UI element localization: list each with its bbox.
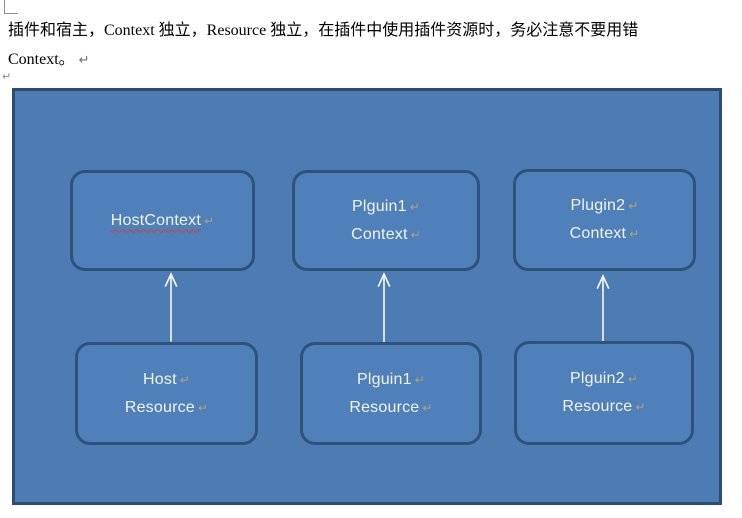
paragraph-mark-icon: ↵ — [78, 53, 90, 68]
node-plugin1-resource[interactable]: Plguin1↵ Resource↵ — [300, 342, 482, 445]
node-plugin1-context[interactable]: Plguin1↵ Context↵ — [292, 170, 480, 271]
node-host-context[interactable]: HostContext↵ — [70, 170, 255, 271]
canvas-line-paragraph-mark-icon: ↵ — [2, 70, 12, 83]
paragraph-mark-icon: ↵ — [629, 227, 640, 241]
node-label: HostContext↵ — [110, 211, 215, 229]
node-label: Resource↵ — [124, 398, 209, 416]
paragraph-mark-icon: ↵ — [203, 213, 215, 228]
arrow-host-resource-to-host-context — [164, 272, 178, 342]
node-label: Plugin2↵ — [570, 197, 639, 214]
node-label: Host↵ — [143, 370, 190, 388]
paragraph-mark-icon: ↵ — [414, 372, 426, 387]
node-label: Plguin1↵ — [356, 370, 426, 388]
node-host-resource[interactable]: Host↵ Resource↵ — [75, 342, 258, 445]
page-corner-mark — [4, 0, 5, 14]
arrow-plugin2-resource-to-plugin2-context — [596, 274, 610, 342]
paragraph-mark-icon: ↵ — [635, 400, 646, 414]
paragraph-mark-icon: ↵ — [628, 199, 639, 213]
node-label: Resource↵ — [562, 398, 646, 415]
paragraph-mark-icon: ↵ — [197, 400, 209, 415]
paragraph-line-1: 插件和宿主，Context 独立，Resource 独立，在插件中使用插件资源时… — [8, 22, 639, 39]
paragraph-mark-icon: ↵ — [627, 372, 639, 386]
node-label: Context↵ — [351, 225, 421, 243]
paragraph-line-2: Context。↵ — [8, 51, 90, 68]
node-plugin2-context[interactable]: Plugin2↵ Context↵ — [513, 169, 696, 271]
paragraph-mark-icon: ↵ — [422, 400, 433, 415]
drawing-canvas[interactable]: HostContext↵ Plguin1↵ Context↵ Plugin2↵ … — [12, 88, 722, 505]
page-corner-mark — [4, 13, 18, 14]
paragraph-mark-icon: ↵ — [409, 199, 421, 214]
paragraph-mark-icon: ↵ — [179, 372, 190, 387]
node-label: Plguin1↵ — [351, 197, 421, 215]
node-plugin2-resource[interactable]: Plguin2↵ Resource↵ — [514, 341, 694, 445]
node-label: Plguin2↵ — [569, 370, 639, 387]
paragraph-mark-icon: ↵ — [410, 227, 421, 242]
node-label: Resource↵ — [349, 398, 433, 416]
arrow-plugin1-resource-to-plugin1-context — [377, 272, 391, 345]
document-paragraph: 插件和宿主，Context 独立，Resource 独立，在插件中使用插件资源时… — [8, 16, 738, 75]
node-label: Context↵ — [569, 225, 640, 242]
